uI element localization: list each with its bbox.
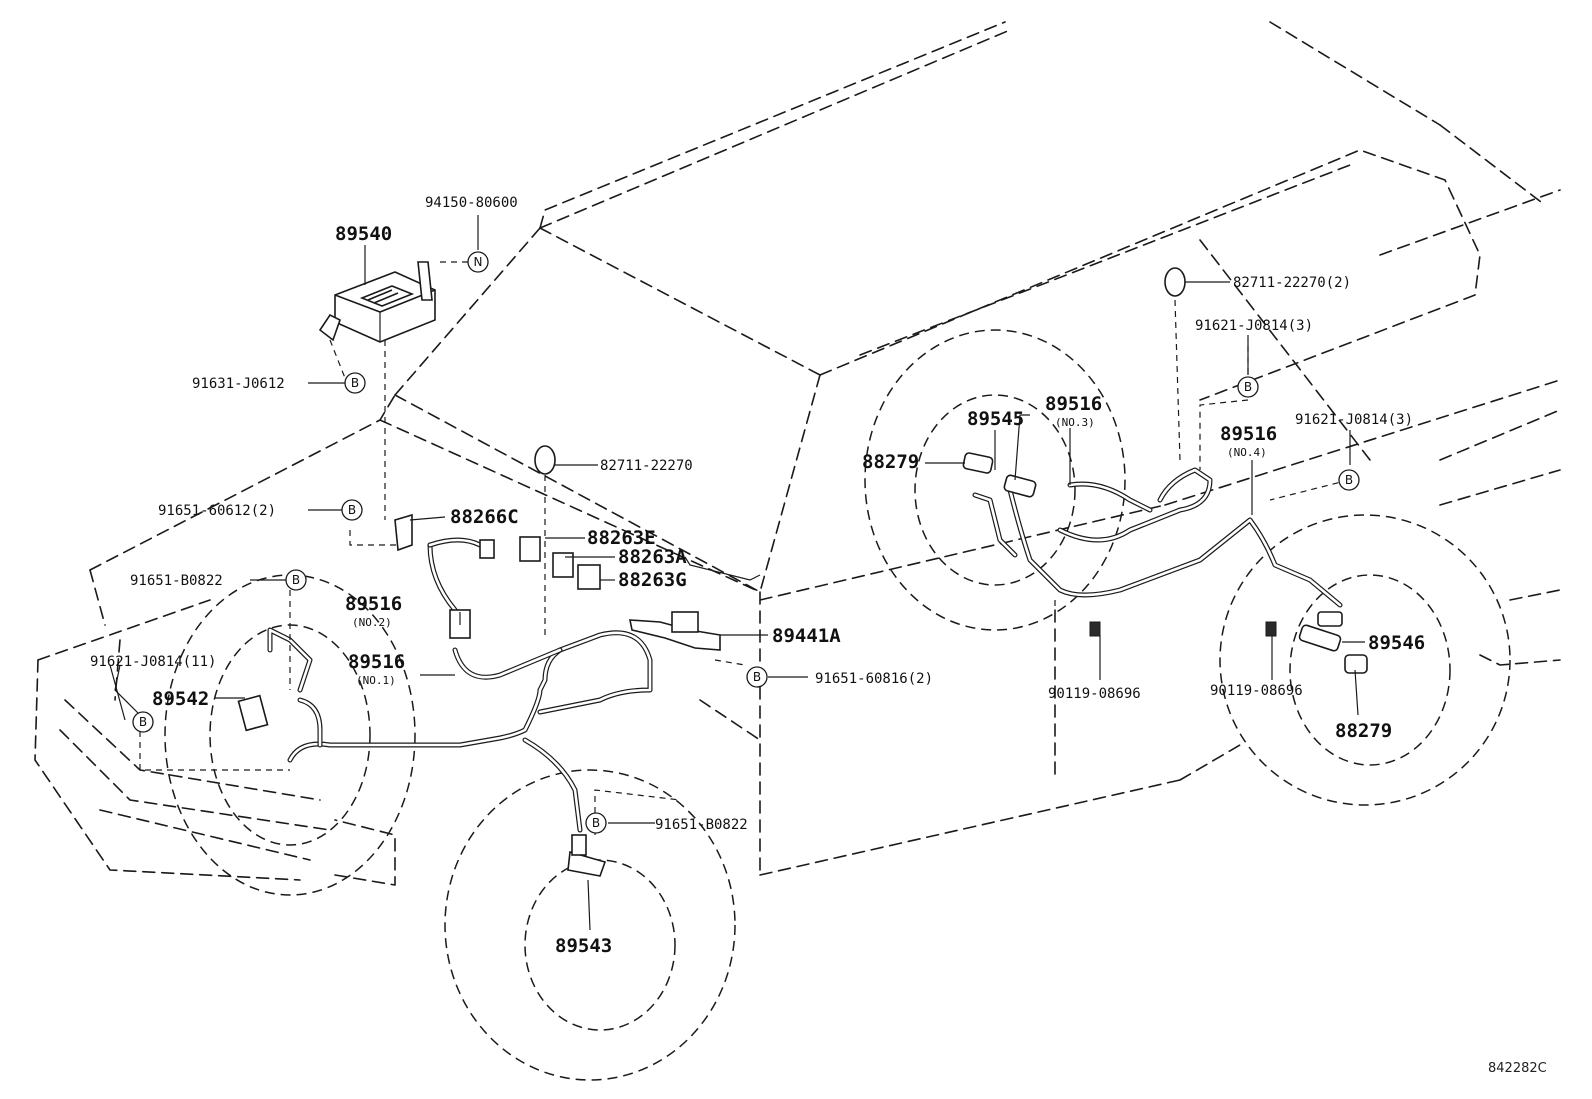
svg-text:B: B [1244,380,1252,394]
label-88279-right: 88279 [1335,720,1392,742]
label-89516-no2: 89516 [345,593,402,615]
bolt-symbol: B [1237,376,1259,398]
label-88263e: 88263E [587,527,656,549]
label-89542: 89542 [152,688,209,710]
label-90119-08696-b: 90119-08696 [1210,683,1303,699]
bolt-symbol: B [285,569,307,591]
label-91651-b0822-lower: 91651-B0822 [655,817,748,833]
label-91621-j0814-3b: 91621-J0814(3) [1295,412,1413,428]
label-89516-no2-sub: (NO.2) [352,616,392,629]
svg-text:B: B [351,376,359,390]
fastener-symbols: N B B B B B B B [132,251,1360,834]
label-90119-08696-a: 90119-08696 [1048,686,1141,702]
label-91631-j0612: 91631-J0612 [192,376,285,392]
label-91651-b0822-upper: 91651-B0822 [130,573,223,589]
label-89516-no1: 89516 [348,651,405,673]
label-89441a: 89441A [772,625,841,647]
junction-89441a [629,611,721,651]
label-94150-80600: 94150-80600 [425,195,518,211]
abs-ecu-89540 [318,261,436,343]
rear-left-speed-sensor-89545 [962,452,1037,498]
vehicle-body-outline [34,21,1561,886]
bracket-88266c [394,513,413,552]
wheels [164,329,1511,1081]
label-89516-no1-sub: (NO.1) [356,674,396,687]
label-89516-no4-sub: (NO.4) [1227,446,1267,459]
svg-text:N: N [474,255,483,269]
bolts-90119-08696 [1089,621,1277,637]
label-89546: 89546 [1368,632,1425,654]
front-right-wheel [444,769,736,1081]
label-89540: 89540 [335,223,392,245]
svg-text:B: B [139,715,147,729]
svg-text:B: B [753,670,761,684]
label-91651-60816: 91651-60816(2) [815,671,933,687]
bolt-symbol: B [1338,469,1360,491]
relays [519,536,601,590]
clamps-82711-22270 [534,267,1186,475]
bolt-symbol: B [585,812,607,834]
label-82711-22270-front: 82711-22270 [600,458,693,474]
label-88266c: 88266C [450,506,519,528]
label-89516-no3: 89516 [1045,393,1102,415]
leader-lines [109,215,1365,931]
svg-text:B: B [1345,473,1353,487]
label-91621-j0814-11: 91621-J0814(11) [90,654,216,670]
label-88279-left: 88279 [862,451,919,473]
svg-text:B: B [348,503,356,517]
svg-text:B: B [292,573,300,587]
label-88263g: 88263G [618,569,687,591]
front-right-speed-sensor-89543 [567,834,607,877]
svg-text:B: B [592,816,600,830]
label-89545: 89545 [967,408,1024,430]
label-89516-no4: 89516 [1220,423,1277,445]
rear-left-wheel [864,329,1126,631]
assembly-lines [139,261,1350,835]
part-labels: 94150-80600 89540 91631-J0612 82711-2227… [90,195,1425,957]
label-82711-22270-rear: 82711-22270(2) [1233,275,1351,291]
rear-right-speed-sensor-89546 [1298,611,1368,674]
label-89543: 89543 [555,935,612,957]
diagram-reference-code: 842282C [1488,1061,1547,1076]
label-91621-j0814-3a: 91621-J0814(3) [1195,318,1313,334]
bolt-symbol: B [132,711,154,733]
bolt-symbol: B [344,372,366,394]
rear-right-wheel [1219,514,1511,806]
front-wire-harness [267,537,653,833]
rear-wire-harness [972,467,1343,608]
front-left-speed-sensor-89542 [237,694,269,732]
label-91651-60612: 91651-60612(2) [158,503,276,519]
bolt-symbol: B [341,499,363,521]
label-89516-no3-sub: (NO.3) [1055,416,1095,429]
nut-symbol: N [467,251,489,273]
label-88263a: 88263A [618,546,687,568]
bolt-symbol: B [746,666,768,688]
